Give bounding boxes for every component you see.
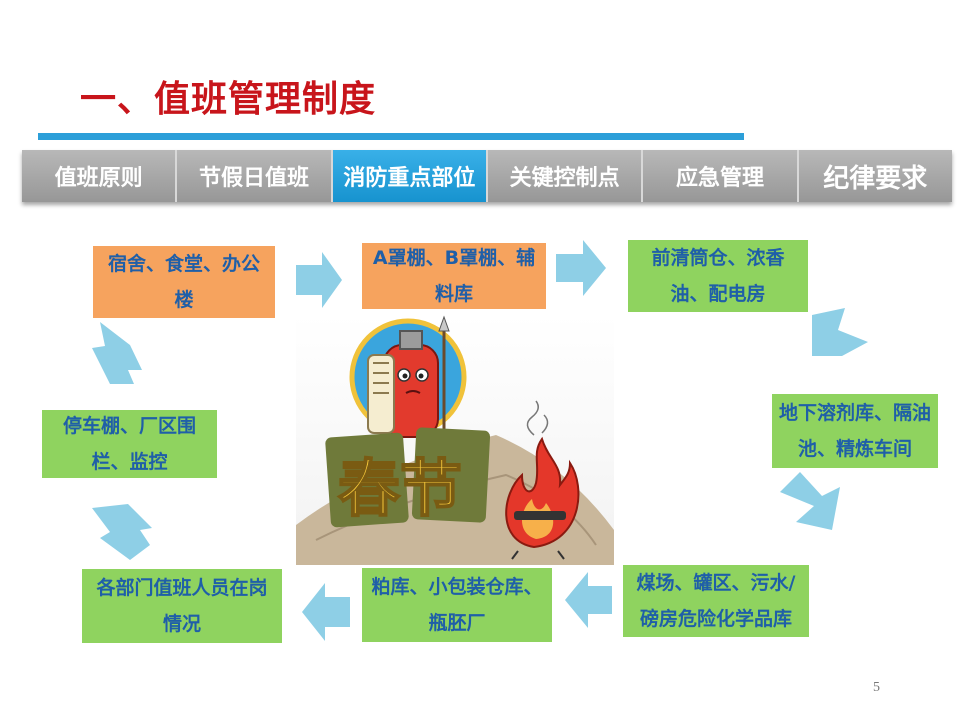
location-box-silo: 前清筒仓、浓香油、配电房 xyxy=(628,240,808,312)
slide-title: 一、值班管理制度 xyxy=(80,79,377,120)
tab-duty-principles[interactable]: 值班原则 xyxy=(22,150,178,202)
illustration-text: 春节 xyxy=(338,452,462,525)
tab-fire-key-areas[interactable]: 消防重点部位 xyxy=(332,150,488,202)
arrow-down-right-icon xyxy=(812,308,868,356)
page-number: 5 xyxy=(873,680,880,695)
arrow-left-1-icon xyxy=(565,572,612,628)
location-box-duty-staff: 各部门值班人员在岗情况 xyxy=(82,569,282,643)
location-box-coal-yard: 煤场、罐区、污水/磅房危险化学品库 xyxy=(623,565,809,637)
title-underline xyxy=(38,133,744,140)
tab-holiday-duty[interactable]: 节假日值班 xyxy=(177,150,333,202)
arrow-right-1-icon xyxy=(296,252,342,308)
location-box-canopy: A罩棚、B罩棚、辅料库 xyxy=(362,243,546,309)
location-box-meal-warehouse: 粕库、小包装仓库、瓶胚厂 xyxy=(362,568,552,642)
arrow-left-2-icon xyxy=(302,583,350,641)
tab-emergency-management[interactable]: 应急管理 xyxy=(643,150,799,202)
tab-key-control-points[interactable]: 关键控制点 xyxy=(487,150,644,202)
location-box-parking: 停车棚、厂区围栏、监控 xyxy=(42,410,217,478)
arrow-down-left-icon xyxy=(780,472,840,530)
arrow-up-left-1-icon xyxy=(92,504,152,560)
location-box-solvent: 地下溶剂库、隔油池、精炼车间 xyxy=(772,394,938,468)
arrow-right-2-icon xyxy=(556,240,606,296)
arrow-up-left-2-icon xyxy=(92,322,142,384)
location-box-dormitory: 宿舍、食堂、办公楼 xyxy=(93,246,275,318)
tab-bar: 值班原则 节假日值班 消防重点部位 关键控制点 应急管理 纪律要求 xyxy=(22,150,952,202)
tab-discipline-requirements[interactable]: 纪律要求 xyxy=(798,150,952,202)
spring-festival-fire-illustration: 春节 xyxy=(296,315,614,565)
